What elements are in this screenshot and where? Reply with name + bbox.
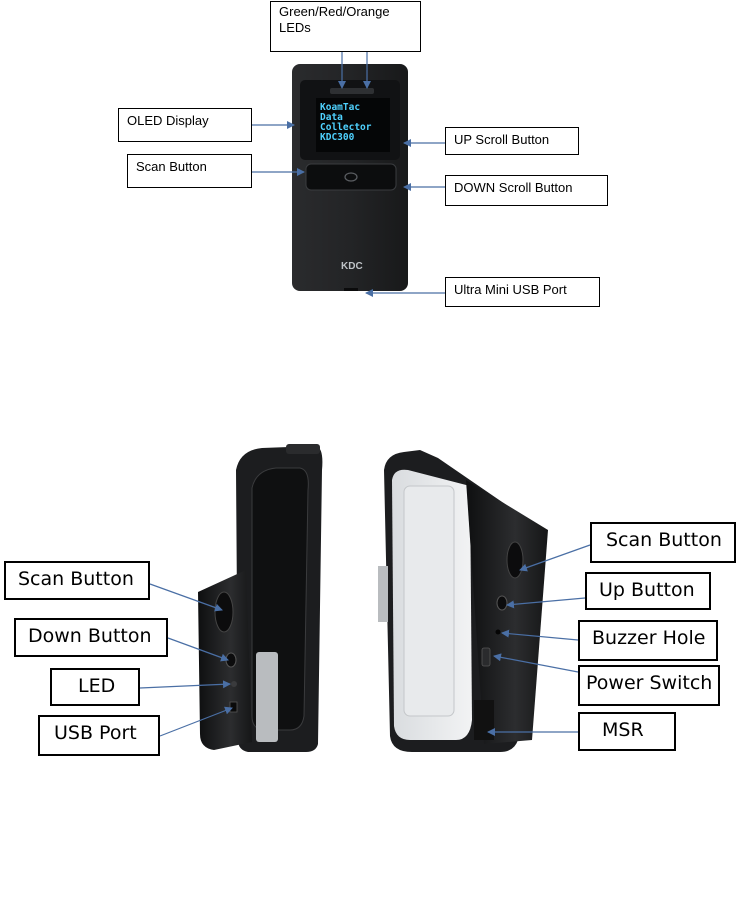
left-usb-port: [230, 702, 237, 712]
callout-leds: Green/Red/Orange LEDs: [270, 1, 421, 52]
oled-line: KDC300: [320, 132, 355, 143]
callout-right-msr: MSR: [578, 712, 676, 751]
callout-left-scan-button: Scan Button: [4, 561, 150, 600]
callout-oled-display: OLED Display: [118, 108, 252, 142]
usb-port-front: [344, 288, 358, 291]
left-top-cap: [286, 444, 320, 454]
right-side-device: [378, 450, 548, 752]
callout-leds-line-2: LEDs: [279, 20, 412, 36]
callout-scan-button-top: Scan Button: [127, 154, 252, 188]
callout-left-usb-port: USB Port: [38, 715, 160, 756]
callout-right-power-switch: Power Switch: [578, 665, 720, 706]
scan-button-front[interactable]: [306, 164, 396, 190]
left-led: [231, 681, 237, 687]
right-msr-slot: [474, 700, 494, 740]
left-side-device: [198, 444, 322, 752]
right-metal-clip: [378, 566, 388, 622]
front-device: KoamTac Data Collector KDC300 KDC: [292, 64, 408, 291]
brand-logo: KDC: [341, 261, 363, 272]
right-scan-button[interactable]: [507, 542, 523, 578]
callout-right-scan-button: Scan Button: [590, 522, 736, 563]
right-up-button[interactable]: [497, 596, 507, 610]
callout-up-scroll: UP Scroll Button: [445, 127, 579, 155]
callout-usb-port-top: Ultra Mini USB Port: [445, 277, 600, 307]
left-metal-clip: [256, 652, 278, 742]
callout-left-led: LED: [50, 668, 140, 706]
left-scan-button[interactable]: [215, 592, 233, 632]
right-buzzer-hole: [496, 630, 501, 635]
callout-down-scroll: DOWN Scroll Button: [445, 175, 608, 206]
right-power-switch[interactable]: [482, 648, 490, 666]
callout-left-down-button: Down Button: [14, 618, 168, 657]
right-phone-face: [404, 486, 454, 716]
callout-right-buzzer-hole: Buzzer Hole: [578, 620, 718, 661]
led-window: [330, 88, 374, 94]
callout-leds-line-1: Green/Red/Orange: [279, 4, 412, 20]
callout-right-up-button: Up Button: [585, 572, 711, 610]
